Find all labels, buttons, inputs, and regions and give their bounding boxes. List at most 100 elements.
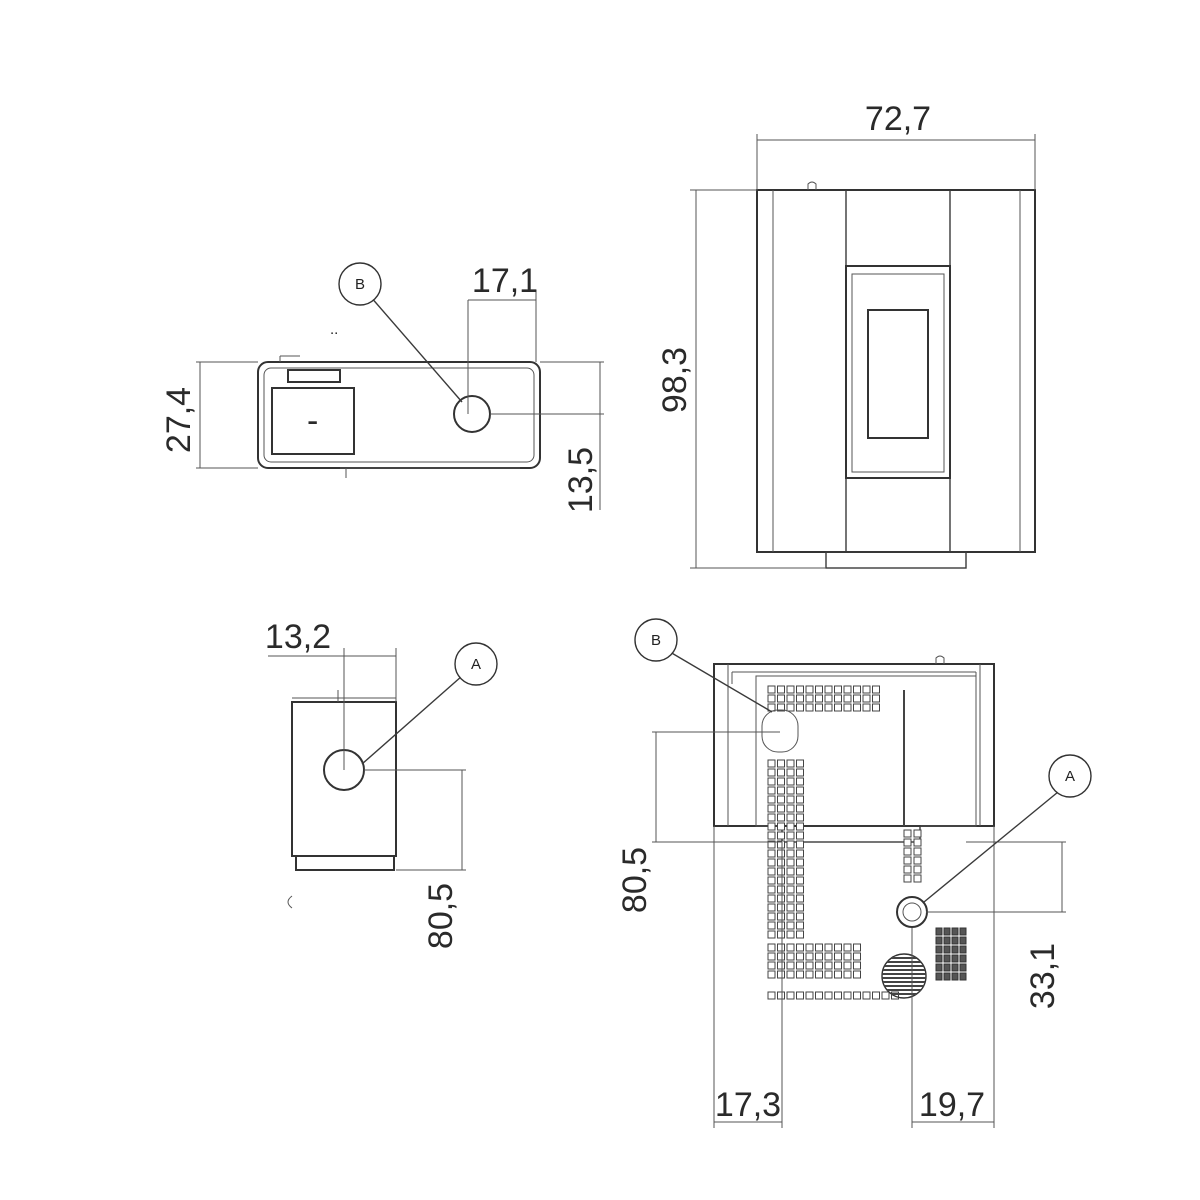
vent-slot	[796, 759, 804, 768]
vent-slot	[786, 867, 795, 876]
vent-slot	[777, 991, 785, 1000]
vent-slot	[805, 943, 814, 952]
vent-slot	[903, 838, 912, 847]
vent-slot	[777, 777, 785, 786]
vent-slot	[786, 876, 795, 885]
callout-b-top-label: B	[355, 276, 365, 293]
callout-a-rear	[1048, 754, 1092, 798]
vent-slot	[777, 813, 785, 822]
vent-slot	[913, 838, 922, 847]
vent-slot	[796, 795, 804, 804]
vent-slot	[786, 858, 795, 867]
vent-slot	[843, 703, 852, 712]
vent-slot	[786, 912, 795, 921]
vent-slot	[767, 885, 776, 894]
callout-b-rear	[634, 618, 678, 662]
vent-slot	[913, 874, 922, 883]
vent-slot	[767, 685, 776, 694]
vent-slot	[796, 804, 804, 813]
dim-rear-outlet-a-height: 33,1	[1024, 943, 1062, 1009]
callout-a-side	[454, 642, 498, 686]
dim-rear-right-offset: 19,7	[919, 1086, 985, 1124]
vent-slot	[796, 885, 804, 894]
vent-slot	[777, 903, 785, 912]
vent-slot-dense	[959, 972, 967, 981]
vent-slot	[786, 903, 795, 912]
vent-slot-dense	[959, 945, 967, 954]
vent-slot	[767, 694, 776, 703]
vent-slot	[786, 685, 795, 694]
vent-slot	[834, 952, 842, 961]
vent-slot	[786, 894, 795, 903]
vent-slot	[786, 961, 795, 970]
vent-slot	[767, 795, 776, 804]
callout-b-top	[338, 262, 382, 306]
vent-slot	[872, 694, 880, 703]
vent-slot	[843, 961, 852, 970]
vent-slot	[872, 703, 880, 712]
vent-slot	[786, 943, 795, 952]
vent-slot-dense	[935, 927, 943, 936]
vent-slot	[796, 952, 804, 961]
vent-slot	[853, 991, 861, 1000]
vent-slot-dense	[935, 972, 943, 981]
top-view-dots: ..	[330, 321, 338, 338]
vent-slot	[767, 822, 776, 831]
vent-slot	[834, 685, 842, 694]
vent-slot	[767, 768, 776, 777]
vent-slot	[777, 894, 785, 903]
vent-slot	[767, 961, 776, 970]
vent-slot	[913, 847, 922, 856]
vent-slot	[777, 795, 785, 804]
vent-slot	[796, 943, 804, 952]
vent-slot	[843, 943, 852, 952]
vent-slot	[903, 847, 912, 856]
vent-slot-dense	[943, 927, 951, 936]
vent-slot	[777, 703, 785, 712]
vent-slot	[796, 813, 804, 822]
vent-slot	[786, 777, 795, 786]
vent-slot	[796, 921, 804, 930]
vent-slot	[862, 685, 871, 694]
vent-slot	[767, 759, 776, 768]
vent-slot	[767, 858, 776, 867]
vent-slot	[767, 849, 776, 858]
vent-slot	[796, 849, 804, 858]
vent-slot	[843, 991, 852, 1000]
vent-slot	[777, 840, 785, 849]
vent-slot	[834, 943, 842, 952]
dim-side-outlet-offset: 13,2	[265, 618, 331, 656]
dim-rear-outlet-b-height: 80,5	[616, 847, 654, 913]
vent-slot-dense	[943, 963, 951, 972]
vent-slot	[796, 876, 804, 885]
vent-slot	[824, 703, 833, 712]
vent-slot-dense	[943, 972, 951, 981]
vent-slot-dense	[951, 936, 959, 945]
vent-slot	[786, 831, 795, 840]
vent-slot	[786, 768, 795, 777]
vent-slot	[786, 795, 795, 804]
dim-top-outlet-offset-x: 17,1	[472, 262, 538, 300]
vent-slot	[853, 970, 861, 979]
vent-slot	[767, 804, 776, 813]
vent-slot	[796, 703, 804, 712]
vent-slot	[796, 831, 804, 840]
vent-slot	[796, 867, 804, 876]
rear-outlet-b-outline	[761, 709, 799, 753]
vent-slot	[853, 694, 861, 703]
vent-slot	[824, 970, 833, 979]
vent-slot	[767, 903, 776, 912]
vent-slot	[777, 759, 785, 768]
vent-slot	[815, 970, 823, 979]
vent-slot	[815, 991, 823, 1000]
vent-slot	[834, 970, 842, 979]
vent-slot	[805, 694, 814, 703]
vent-slot	[815, 943, 823, 952]
vent-slot	[834, 703, 842, 712]
vent-slot	[767, 876, 776, 885]
vent-slot	[777, 685, 785, 694]
vent-slot	[786, 822, 795, 831]
vent-slot	[777, 804, 785, 813]
vent-slot	[824, 685, 833, 694]
vent-slot	[824, 694, 833, 703]
